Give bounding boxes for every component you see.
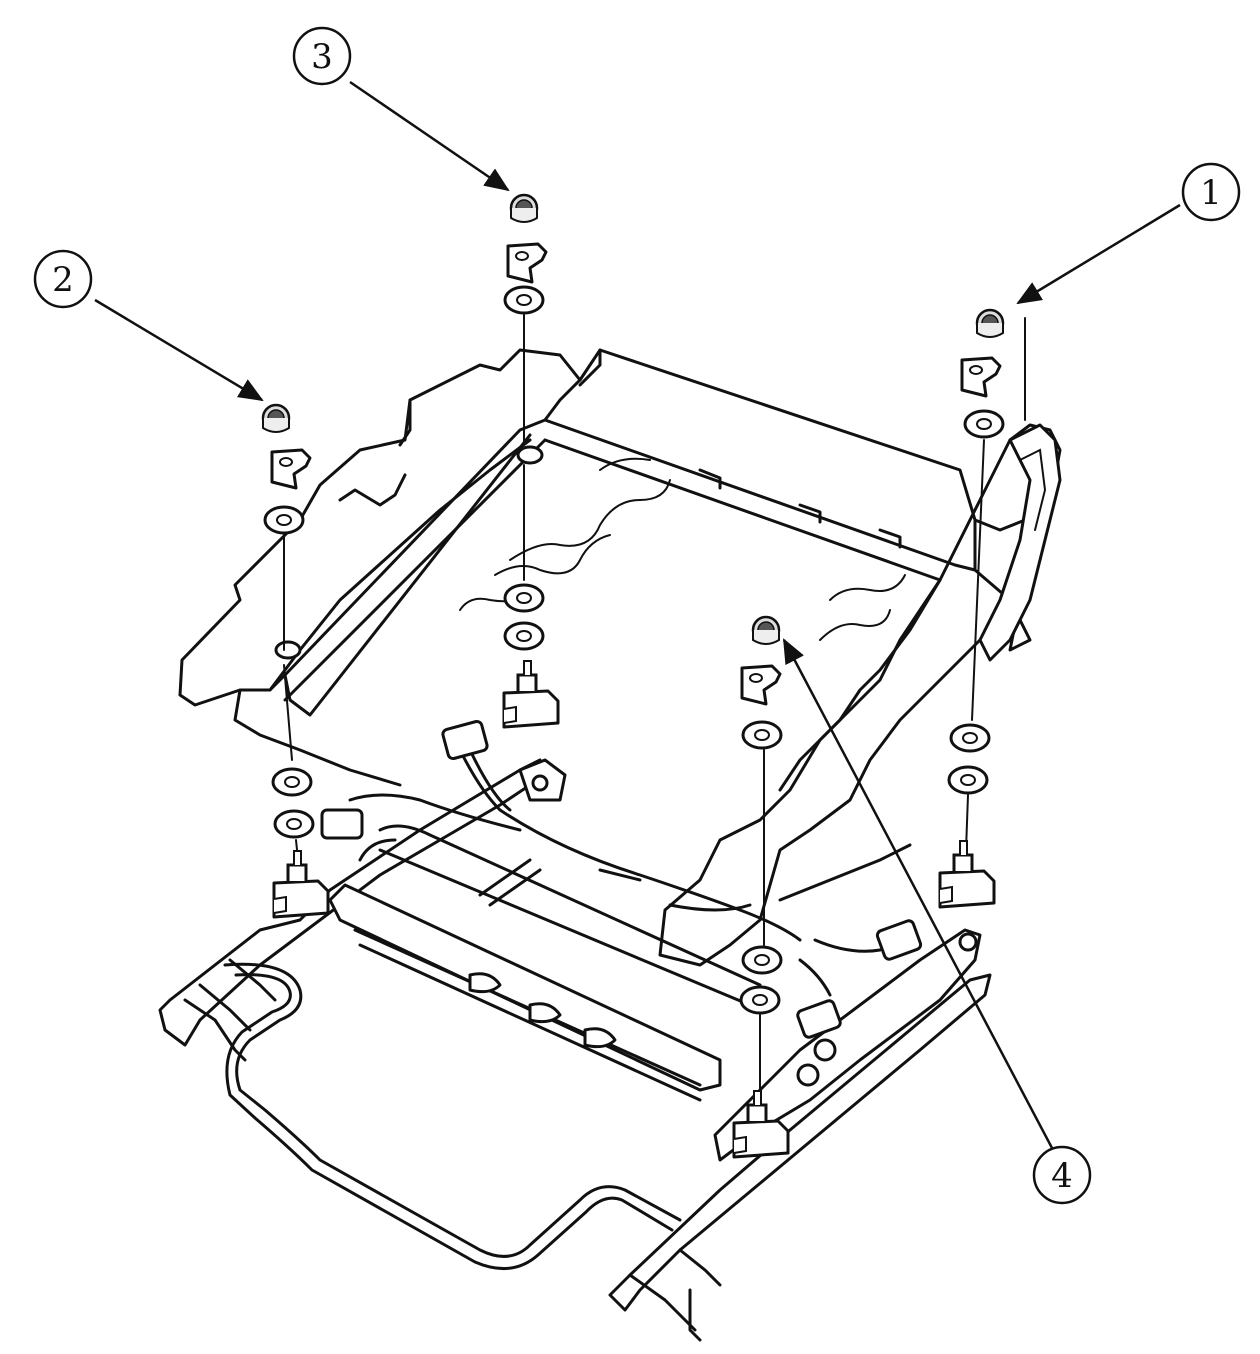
callout-2: 2 [33,249,264,402]
callout-3-label: 3 [311,37,333,77]
wiring-harness [320,719,978,1087]
fastener-stack-3 [502,193,560,729]
callout-4: 4 [782,638,1092,1205]
fastener-stack-left-lower [271,664,330,919]
callout-2-label: 2 [52,260,74,300]
fastener-stack-1 [938,308,1026,909]
callout-4-label: 4 [1051,1156,1073,1196]
callout-3: 3 [292,26,510,192]
callout-1: 1 [1016,162,1241,305]
fastener-stack-4 [732,615,790,1159]
seat-cushion-frame [178,348,1062,967]
callout-1-label: 1 [1200,173,1222,213]
seat-track-assembly [158,758,992,1342]
fastener-stack-2 [261,403,312,651]
